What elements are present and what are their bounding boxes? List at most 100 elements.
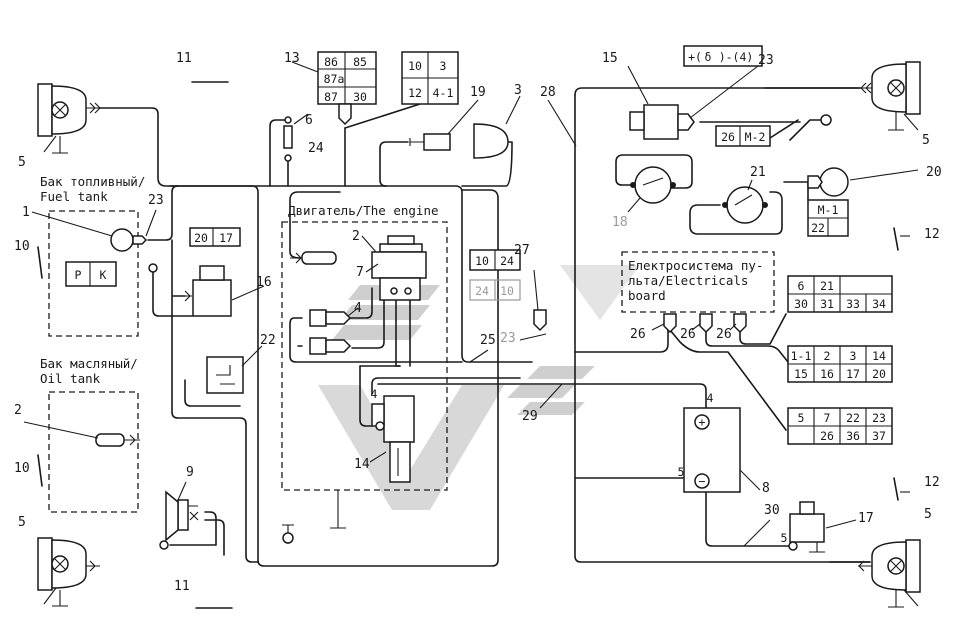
- oil-level-sensor: [95, 433, 140, 447]
- callout-8: 8: [762, 481, 770, 496]
- starter: [330, 395, 415, 529]
- pin-b2-3: 3: [850, 349, 857, 363]
- pin-b3-23: 23: [872, 411, 886, 425]
- callout-12-a: 12: [924, 227, 940, 242]
- callout-23-mid: 23: [500, 331, 516, 346]
- callout-24: 24: [308, 141, 324, 156]
- pin-24-41: 4-1: [433, 86, 454, 100]
- label-board-2: льта/Electricals: [628, 273, 748, 288]
- pin-b2-20: 20: [872, 367, 886, 381]
- pin-27-10: 10: [475, 254, 489, 268]
- pin-b2-14: 14: [872, 349, 886, 363]
- pin-b1-33: 33: [846, 297, 860, 311]
- callout-26-b: 26: [680, 327, 696, 342]
- pin-top-minus: )-(4): [719, 50, 754, 64]
- callout-10-b: 10: [14, 461, 30, 476]
- pin-b1-34: 34: [872, 297, 886, 311]
- callout-6: 6: [305, 113, 313, 128]
- pin-b3-5: 5: [798, 411, 805, 425]
- batt-terminal-5: 5: [678, 465, 685, 479]
- pin-24-12: 12: [408, 86, 422, 100]
- headlight-bottom-left: [37, 537, 100, 607]
- pin-tank-p: P: [75, 268, 82, 282]
- callout-25: 25: [480, 333, 496, 348]
- pin-30: 30: [353, 90, 367, 104]
- fuel-level-sensor: [65, 227, 241, 287]
- label-engine: Двигатель/The engine: [288, 203, 439, 218]
- callout-27: 27: [514, 243, 530, 258]
- callout-14: 14: [354, 457, 370, 472]
- callout-29: 29: [522, 409, 538, 424]
- pin-86: 86: [324, 55, 338, 69]
- callout-21: 21: [750, 165, 766, 180]
- pin-b2-16: 16: [820, 367, 834, 381]
- callout-7: 7: [356, 265, 364, 280]
- connector-block-1: [787, 275, 893, 313]
- pin-24-3: 3: [440, 59, 447, 73]
- label-oil-tank-1: Бак масляный/: [40, 356, 138, 371]
- pin-b3-36: 36: [846, 429, 860, 443]
- relay-13: [317, 51, 377, 126]
- relay-22: [206, 356, 244, 394]
- headlight-bottom-right: [858, 539, 921, 608]
- pin-fuel-17: 17: [219, 231, 233, 245]
- callout-5-bl: 5: [18, 515, 26, 530]
- callout-13: 13: [284, 51, 300, 66]
- pin-top-sym: δ: [705, 50, 712, 64]
- callout-2-oil: 2: [14, 403, 22, 418]
- pump-16: [148, 263, 232, 317]
- oil-tank-box: [48, 391, 139, 513]
- pin-b2-17: 17: [846, 367, 860, 381]
- callout-9: 9: [186, 465, 194, 480]
- callout-20: 20: [926, 165, 942, 180]
- group-labels: Бак топливный/ Fuel tank Бак масляный/ O…: [40, 174, 763, 386]
- pin-87: 87: [324, 90, 338, 104]
- pin-b2-15: 15: [794, 367, 808, 381]
- engine-sensor: [290, 251, 337, 265]
- starter-terminal-4: 4: [371, 387, 378, 401]
- callout-numbers: 1 2 2 3 4 5 5 5 5 6 7 8 9 10 10 11 11 12…: [14, 51, 942, 594]
- reflectors: [37, 81, 899, 609]
- callout-11-a: 11: [176, 51, 192, 66]
- label-board-3: board: [628, 288, 666, 303]
- pin-20-22: 22: [811, 221, 825, 235]
- gauge-18: [630, 166, 676, 204]
- callout-11-b: 11: [174, 579, 190, 594]
- connector-block-3: [787, 407, 893, 445]
- horn-9: [159, 490, 199, 550]
- callout-30: 30: [764, 503, 780, 518]
- battery: [683, 407, 741, 493]
- pin-20-m1: M-1: [818, 203, 839, 217]
- pin-23-24: 24: [475, 284, 489, 298]
- engine-pressure-sensors: [309, 309, 352, 355]
- pin-24-10: 10: [408, 59, 422, 73]
- label-fuel-tank-2: Fuel tank: [40, 189, 108, 204]
- mass-terminal-5: 5: [781, 531, 788, 545]
- pin-b2-11: 1-1: [791, 349, 812, 363]
- callout-5-tl: 5: [18, 155, 26, 170]
- headlight-top-left: [37, 83, 101, 154]
- callout-19: 19: [470, 85, 486, 100]
- alternator: [371, 235, 427, 301]
- callout-26-c: 26: [716, 327, 732, 342]
- gauge-21: [722, 186, 768, 224]
- batt-terminal-4: 4: [707, 391, 714, 405]
- pin-b1-6: 6: [798, 279, 805, 293]
- label-fuel-tank-1: Бак топливный/: [40, 174, 145, 189]
- pin-b3-7: 7: [824, 411, 831, 425]
- pin-23-10: 10: [500, 284, 514, 298]
- callout-5-tr: 5: [922, 133, 930, 148]
- callout-28: 28: [540, 85, 556, 100]
- pin-15-26: 26: [721, 130, 735, 144]
- callout-26-a: 26: [630, 327, 646, 342]
- connector-27: [469, 249, 547, 332]
- terminal-details: [282, 421, 385, 544]
- watermark: [318, 265, 640, 510]
- connector-block-2: [787, 345, 893, 383]
- pin-tank-k: K: [100, 268, 107, 282]
- electrical-board-box: [621, 251, 775, 313]
- board-connectors-26: [663, 313, 747, 334]
- pin-b3-26: 26: [820, 429, 834, 443]
- pin-b3-37: 37: [872, 429, 886, 443]
